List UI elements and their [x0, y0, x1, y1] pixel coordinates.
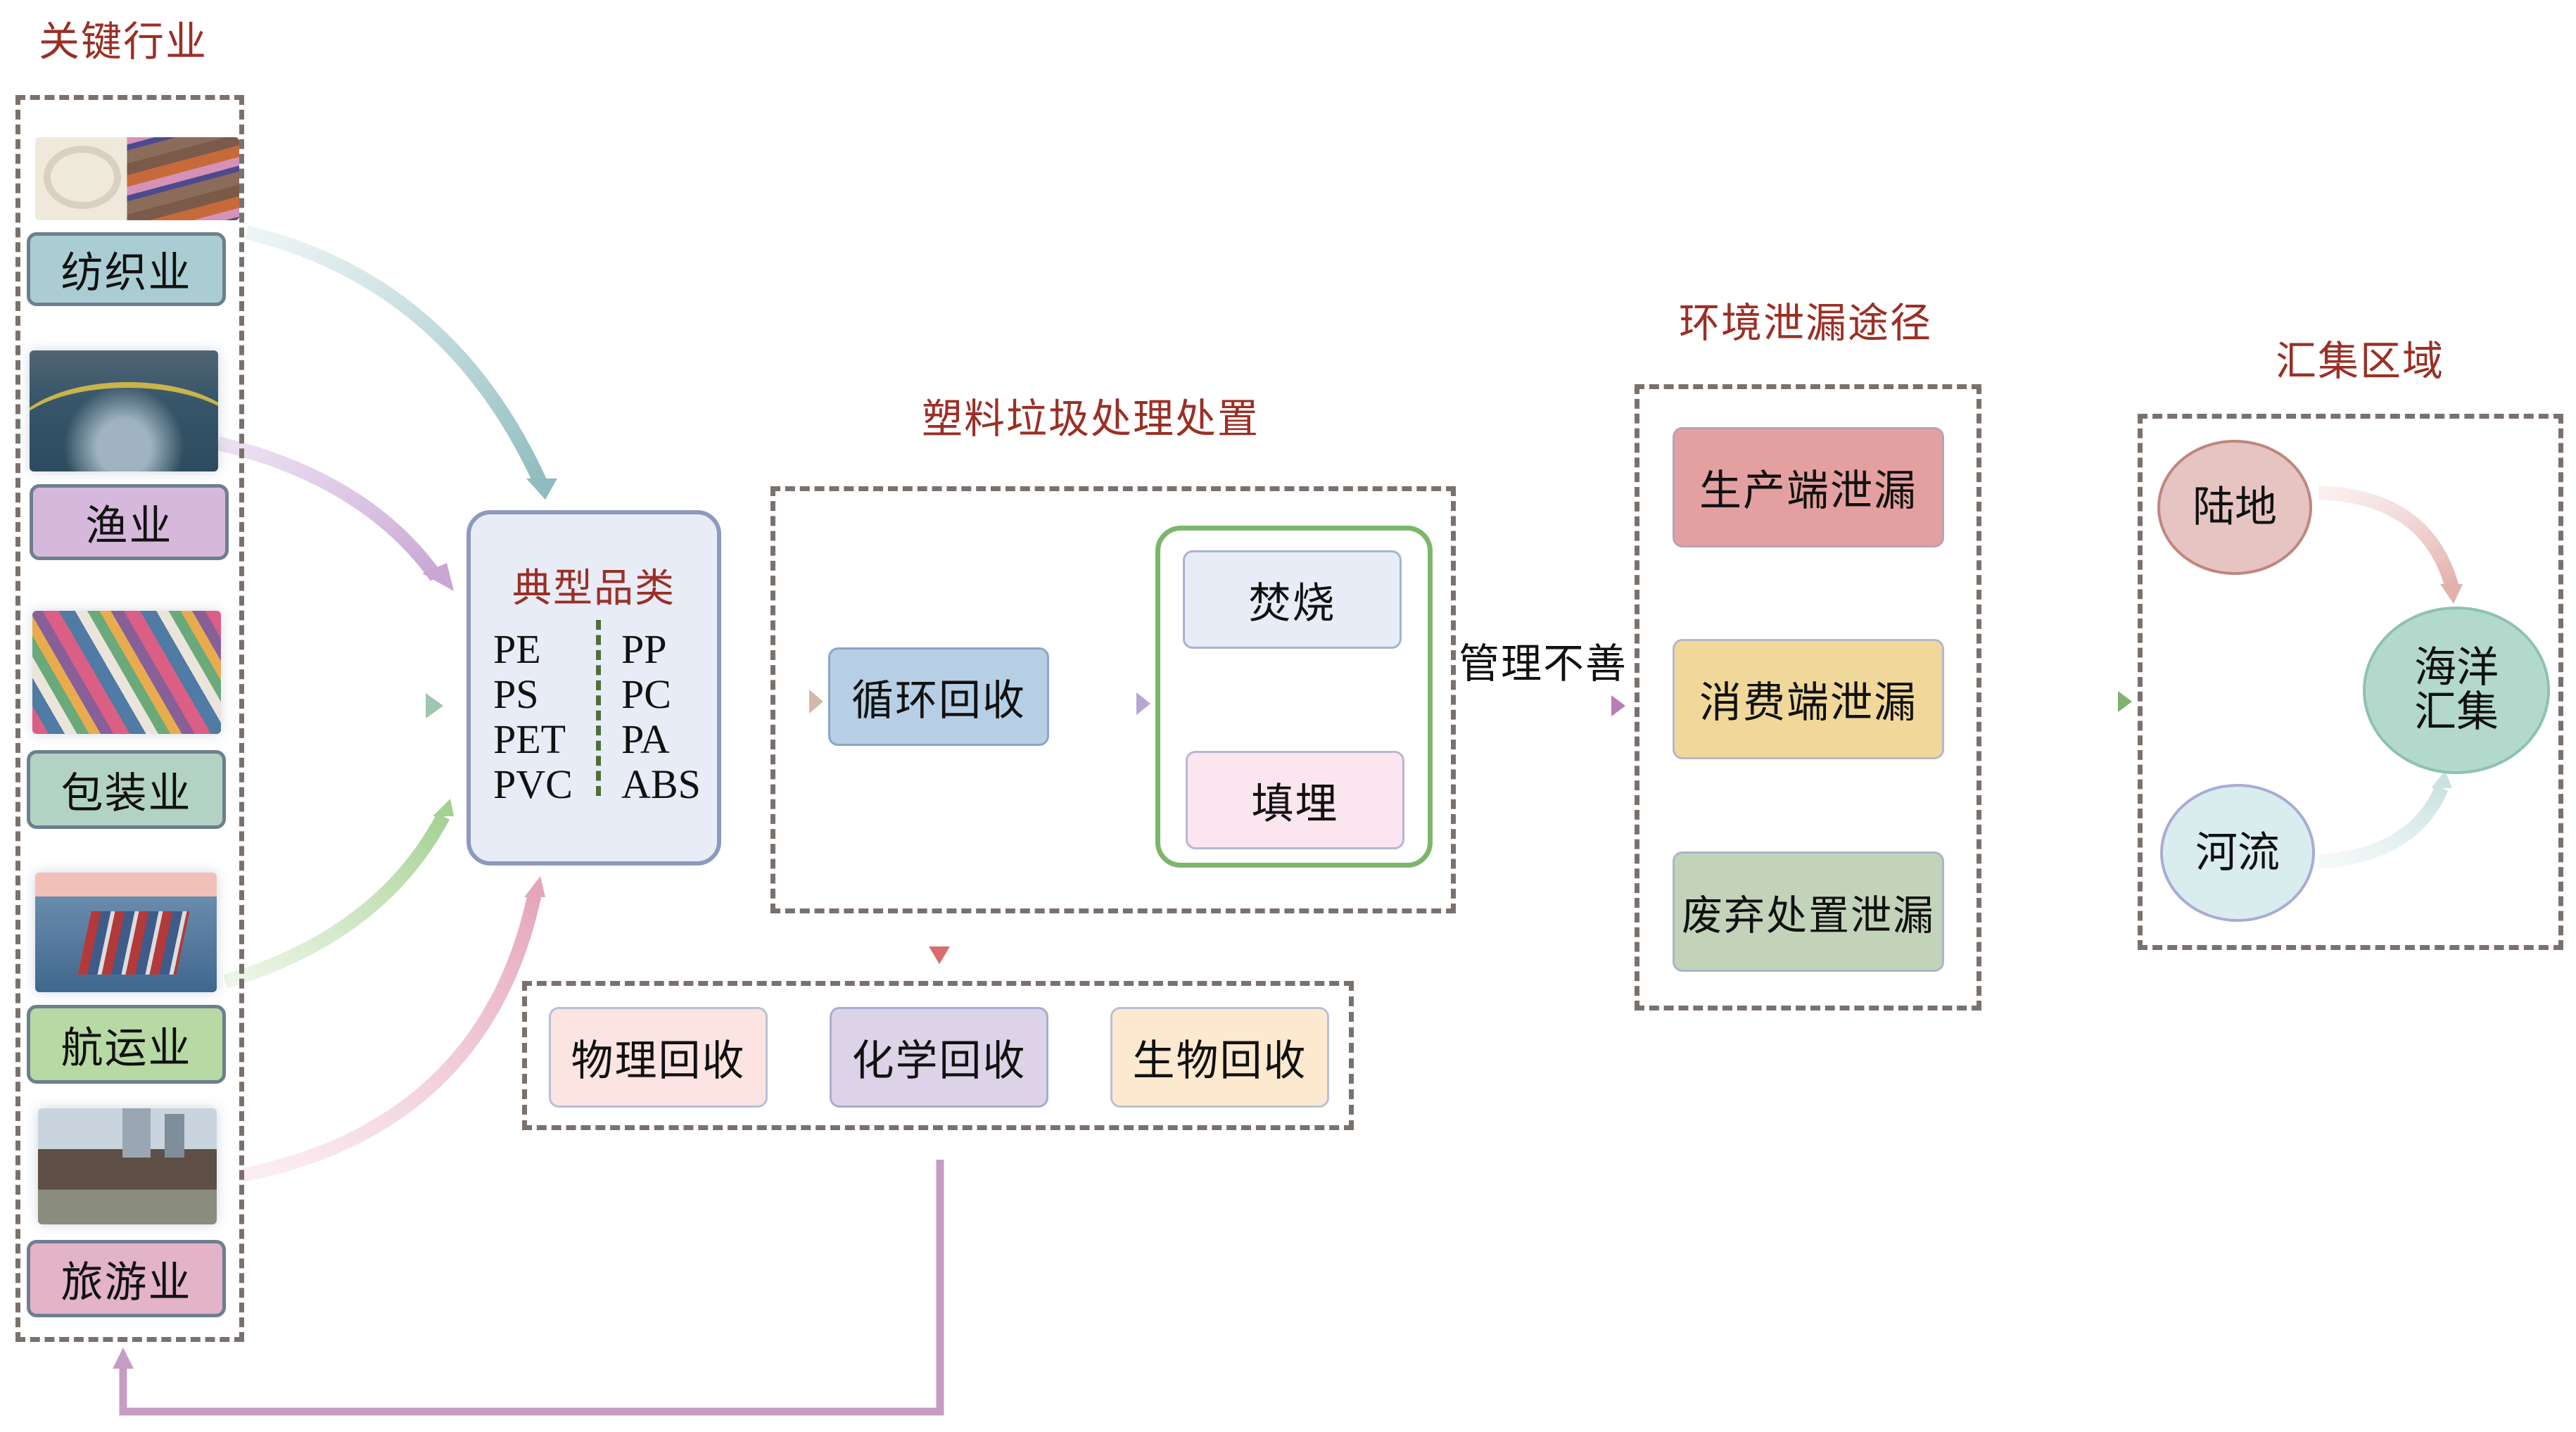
- textile-image: [35, 137, 239, 220]
- arrow-head-mismanagement: [1611, 695, 1625, 716]
- industry-label-packaging: 包装业: [27, 750, 226, 829]
- sink-river-label: 河流: [2195, 828, 2280, 877]
- arrow-head-textile: [526, 479, 557, 500]
- packaging-image: [32, 611, 221, 734]
- tourism-image: [38, 1108, 217, 1224]
- feedback-loop: [119, 1160, 944, 1416]
- sink-river: 河流: [2160, 784, 2315, 922]
- building-icon: [165, 1114, 184, 1158]
- industries-title: 关键行业: [39, 18, 208, 65]
- arrow-head-tourism: [524, 876, 545, 897]
- recycle-label: 循环回收: [851, 676, 1026, 725]
- rope-icon: [44, 146, 121, 209]
- leak-label: 生产端泄漏: [1699, 467, 1917, 516]
- landfill-box: 填埋: [1186, 751, 1404, 849]
- typical-categories-box: 典型品类 PE PS PET PVC PP PC PA ABS: [467, 510, 721, 866]
- leak-production: 生产端泄漏: [1673, 427, 1944, 547]
- sink-ocean: 海洋 汇集: [2363, 607, 2550, 774]
- leakage-title: 环境泄漏途径: [1679, 299, 1933, 347]
- leak-label: 废弃处置泄漏: [1681, 891, 1935, 939]
- arrow-head-land-ocean: [2440, 584, 2463, 604]
- arrow-textile: [244, 225, 549, 489]
- industry-label-text: 渔业: [85, 501, 173, 551]
- sink-land: 陆地: [2157, 440, 2312, 575]
- leak-disposal: 废弃处置泄漏: [1673, 851, 1944, 972]
- final-disposal-group: [1155, 526, 1433, 868]
- arrow-head-packaging: [426, 693, 443, 718]
- polymer-item: PP: [621, 626, 667, 672]
- recycling-methods-panel: [522, 981, 1354, 1130]
- arrow-tourism: [241, 892, 542, 1182]
- shipping-image: [35, 873, 217, 992]
- sink-land-label: 陆地: [2193, 482, 2277, 532]
- method-label: 生物回收: [1132, 1037, 1307, 1086]
- polymer-item: PA: [621, 716, 670, 762]
- industry-label-text: 旅游业: [61, 1257, 192, 1307]
- industry-label-tourism: 旅游业: [27, 1240, 226, 1317]
- net-pen-icon: [30, 382, 218, 471]
- leakage-panel: [1635, 384, 1981, 1010]
- column-divider: [596, 620, 601, 796]
- polymer-item: ABS: [621, 761, 701, 807]
- industry-label-fishery: 渔业: [30, 484, 229, 560]
- method-biological: 生物回收: [1110, 1007, 1329, 1108]
- incineration-label: 焚烧: [1248, 578, 1336, 628]
- industry-label-text: 航运业: [61, 1023, 192, 1073]
- sink-title: 汇集区域: [2276, 337, 2445, 385]
- arrow-head-to-disposal: [1136, 692, 1150, 715]
- arrow-head-feedback: [113, 1348, 134, 1369]
- polymer-item: PS: [493, 671, 539, 717]
- industry-label-textile: 纺织业: [27, 232, 226, 306]
- method-chemical: 化学回收: [830, 1007, 1048, 1108]
- method-physical: 物理回收: [549, 1007, 768, 1108]
- arrow-fishery: [216, 436, 443, 581]
- typical-categories-title: 典型品类: [512, 566, 675, 612]
- polymer-item: PET: [493, 716, 566, 762]
- sink-ocean-label: 海洋 汇集: [2414, 643, 2499, 737]
- arrow-head-river-ocean: [2431, 771, 2452, 788]
- polymer-list-right: PP PC PA ABS: [621, 627, 701, 807]
- industry-label-shipping: 航运业: [27, 1005, 226, 1084]
- arrow-shipping: [223, 813, 450, 989]
- sinks-panel: [2138, 414, 2563, 950]
- polymer-item: PVC: [493, 761, 573, 807]
- landfill-label: 填埋: [1251, 779, 1339, 829]
- polymer-item: PE: [493, 626, 541, 672]
- polymer-item: PC: [621, 671, 671, 717]
- industry-label-text: 包装业: [61, 768, 192, 818]
- mismanagement-label: 管理不善: [1459, 640, 1628, 688]
- arrow-river-ocean: [2318, 785, 2449, 869]
- arrow-land-ocean: [2318, 486, 2459, 590]
- disposal-title: 塑料垃圾处理处置: [922, 395, 1260, 443]
- arrow-head-to-methods: [929, 946, 950, 964]
- industry-label-text: 纺织业: [61, 248, 192, 298]
- arrow-head-fishery: [422, 563, 454, 591]
- fishery-image: [30, 350, 218, 471]
- leak-consumption: 消费端泄漏: [1673, 639, 1944, 759]
- leak-label: 消费端泄漏: [1699, 678, 1917, 728]
- method-label: 化学回收: [851, 1037, 1027, 1086]
- polymer-list-left: PE PS PET PVC: [493, 627, 573, 807]
- incineration-box: 焚烧: [1183, 550, 1402, 649]
- building-icon: [122, 1108, 151, 1158]
- arrow-head-to-sinks: [2118, 691, 2132, 712]
- disposal-panel: [770, 486, 1456, 913]
- method-label: 物理回收: [571, 1037, 746, 1086]
- industries-panel: [15, 95, 244, 1342]
- ship-icon: [77, 911, 190, 975]
- recycle-box: 循环回收: [828, 647, 1049, 746]
- arrow-head-shipping: [433, 799, 454, 816]
- arrow-head-to-recycle: [809, 690, 823, 714]
